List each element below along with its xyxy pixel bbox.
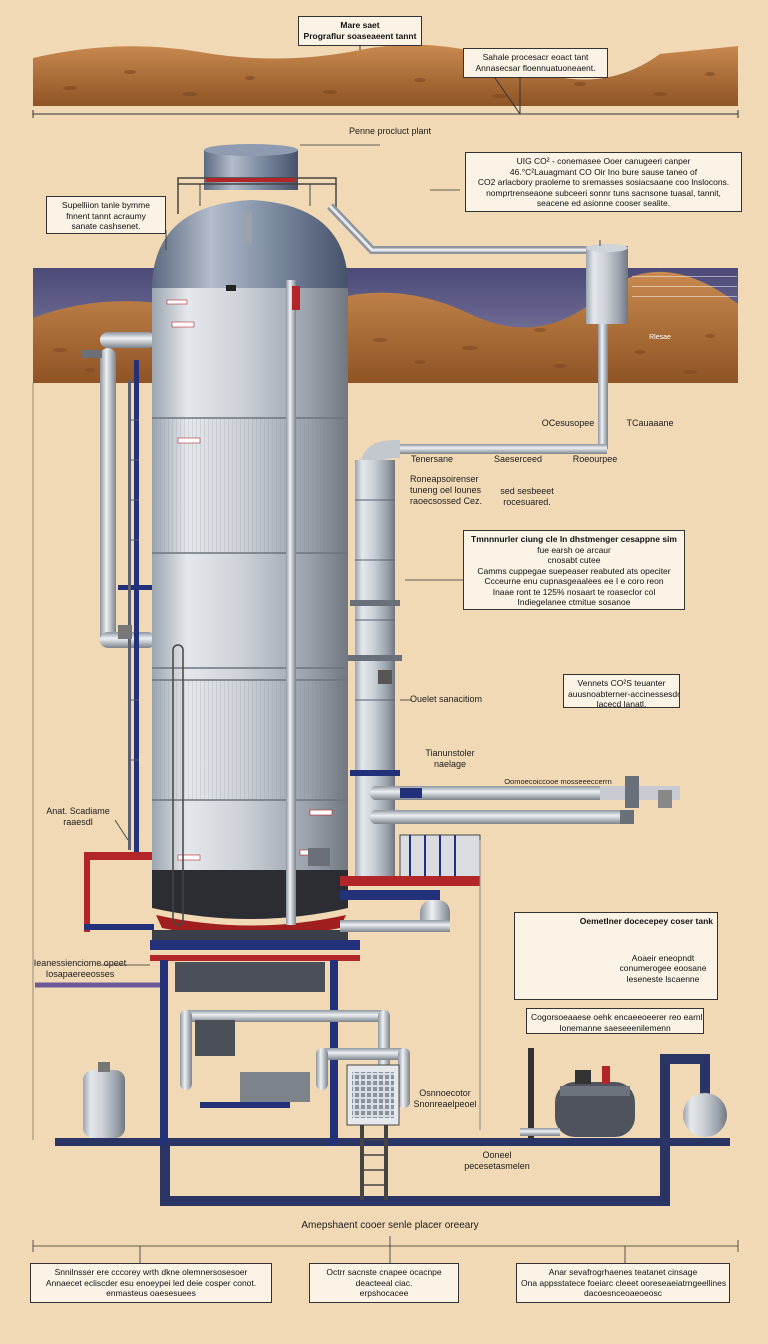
- compressor-label-a: Tenersane: [410, 454, 454, 464]
- transfer-line-1: Tmnnnurler ciung cle ln dhstmenger cesap…: [471, 534, 677, 544]
- separation-box: Supelliion tanle bymme fnnent tannt acra…: [46, 196, 166, 234]
- base-label: Ieanessienciome opeet Iosapaereeosses: [30, 958, 130, 980]
- compressor-label-b: Saeserceed: [493, 454, 543, 464]
- co2-line-1: UIG CO² - conemasee Ooer canugeeri canpe…: [516, 156, 691, 166]
- base-platform: [55, 1054, 730, 1206]
- title-line-2: Prograflur soaseaeent tannt: [303, 30, 417, 41]
- top-pipe-run: [327, 203, 628, 454]
- mid-note-line-1: Roneapsoirenser: [410, 474, 479, 484]
- foundation-line-2: pecesetasmelen: [464, 1161, 530, 1171]
- legend-line-1: ———————————————: [632, 273, 737, 280]
- bottom-left-line-2: Annaecet ecliscder esu enoeypei led deie…: [45, 1277, 257, 1288]
- foundation-line-1: Ooneel: [482, 1150, 512, 1160]
- storage-note-line-1: Cogorsoeaaese oehk encaeeoeerer reo earn…: [531, 1012, 704, 1022]
- transfer-line-5: Ccceurne enu cupnasgeaalees ee I e coro …: [484, 576, 664, 586]
- co2-line-2: 46.°C²Lauagmant CO Oir Ino bure sause ta…: [509, 166, 698, 177]
- transfer-line-7: Indiegelanee ctmitue sosanoe: [517, 597, 631, 607]
- bottom-box-middle: Octrr sacnste cnapee ocacnpe deacteeal c…: [309, 1263, 459, 1303]
- title-line-1: Mare saet: [340, 20, 380, 30]
- gas-note-line-2: rocesuared.: [503, 497, 551, 507]
- heat-exchanger: [346, 1064, 400, 1200]
- legend-line-2: ———————————————: [632, 283, 737, 290]
- bottom-box-left: Snnilnsser ere cccorey wrth dkne olemner…: [30, 1263, 272, 1303]
- compressor-label-c: Roeourpee: [572, 454, 618, 464]
- landscape-line-1: Sahale procesacr eoact tant: [482, 52, 589, 62]
- bottom-middle-line-1: Octrr sacnste cnapee ocacnpe: [326, 1267, 442, 1277]
- assembly-line-1: Anat. Scadiame: [46, 806, 110, 816]
- main-tank: [152, 144, 349, 942]
- transfer-box: Tmnnnurler ciung cle ln dhstmenger cesap…: [463, 530, 685, 610]
- bottom-middle-line-2: deacteeal ciac.: [355, 1277, 413, 1288]
- transmission-line-1: Tianunstoler: [425, 748, 475, 758]
- mid-note-line-3: raoecsossed Cez.: [410, 496, 483, 506]
- landscape-line-2: Annasecsar floennuatuoneaent.: [475, 62, 596, 73]
- bottom-box-right: Anar sevafrogrhaenes teatanet cinsage On…: [516, 1263, 730, 1303]
- compressor-small-line-1: Osnnoecotor: [419, 1088, 471, 1098]
- assembly-line-2: raaesdl: [63, 817, 93, 827]
- storage-note: Cogorsoeaaese oehk encaeeoeerer reo earn…: [526, 1008, 704, 1034]
- landscape-box: Sahale procesacr eoact tant Annasecsar f…: [463, 48, 608, 78]
- left-riser-pipes: [82, 332, 158, 932]
- co2-line-5: seacene ed asionne cooser sealite.: [536, 198, 671, 208]
- pipe-run-label: Oomoecoiccooe mosseeeccerrn: [504, 777, 612, 786]
- pipe-label-left: OCesusopee: [541, 418, 595, 428]
- separation-line-2: fnnent tannt acraumy: [66, 210, 146, 221]
- bottom-left-line-1: Snnilnsser ere cccorey wrth dkne olemner…: [54, 1267, 248, 1277]
- pipe-label-right: TCauaaane: [626, 418, 674, 428]
- bottom-right-line-1: Anar sevafrogrhaenes teatanet cinsage: [548, 1267, 698, 1277]
- vessel-line-1: Vennets CO²S teuanter: [577, 678, 666, 688]
- separation-line-3: sanate cashsenet.: [71, 221, 141, 231]
- storage-line-2: conumerogee eoosane: [619, 963, 707, 973]
- outlet-pipes: [308, 776, 680, 932]
- separation-line-1: Supelliion tanle bymme: [62, 200, 150, 210]
- under-tank-structure: [35, 940, 410, 1145]
- transfer-line-4: Camms cuppegae suepeaser reabuted ats op…: [477, 565, 671, 576]
- transfer-line-6: Inaae ront te 125% nosaart te roaseclor …: [492, 586, 656, 597]
- mid-note-line-2: tuneng oel lounes: [410, 485, 482, 495]
- storage-note-line-2: Ionemanne saeseeenilemenn: [559, 1022, 671, 1033]
- vessel-line-2: auusnoabterner-accinessesdor: [568, 688, 680, 699]
- gas-note: sed sesbeeet rocesuared.: [494, 486, 560, 508]
- gas-note-line-1: sed sesbeeet: [500, 486, 554, 496]
- storage-box: Oemetlner docecepey coser tank Aoaeir en…: [514, 912, 718, 1000]
- base-line-1: Ieanessienciome opeet: [33, 958, 127, 968]
- top-landscape: [32, 36, 739, 118]
- plant-label: Penne procluct plant: [348, 126, 432, 136]
- transfer-line-3: cnosabt cutee: [547, 555, 601, 565]
- co2-line-4: nomprtrenseaone subceeri sonnr tuns sacn…: [486, 187, 721, 198]
- title-box: Mare saet Prograflur soaseaeent tannt: [298, 16, 422, 46]
- transmission-label: Tianunstoler naelage: [418, 748, 482, 770]
- compressor-small-line-2: Snonreaelpeoel: [413, 1099, 477, 1109]
- gas-cylinder: [83, 1062, 125, 1138]
- storage-line-3: leseneste lscaenne: [626, 973, 700, 984]
- legend-line-3: ———————————————: [632, 293, 737, 300]
- compressor-small-label: Osnnoecotor Snonreaelpeoel: [412, 1088, 478, 1110]
- base-line-2: Iosapaereeosses: [45, 969, 115, 979]
- bottom-middle-line-3: erpshocacee: [359, 1288, 409, 1298]
- mid-note: Roneapsoirenser tuneng oel lounes raoecs…: [410, 474, 490, 507]
- transfer-line-2: fue earsh oe arcaur: [537, 544, 611, 555]
- transmission-line-2: naelage: [433, 759, 467, 769]
- outlet-label: Ouelet sanacitiom: [410, 694, 483, 704]
- storage-line-1: Aoaeir eneopndt: [631, 952, 695, 963]
- foundation-label: Ooneel pecesetasmelen: [455, 1150, 539, 1172]
- legend-tag: Rlesae: [649, 334, 671, 341]
- co2-line-3: CO2 arlacbory praoleme to sremasses sosi…: [477, 177, 730, 187]
- bottom-left-line-3: enmasteus oaesesuees: [106, 1288, 196, 1298]
- vessel-line-3: lacecd lanatl.: [596, 699, 647, 708]
- storage-title: Oemetlner docecepey coser tank: [579, 916, 713, 926]
- bottom-right-line-3: dacoesnceoaeoeosc: [584, 1288, 662, 1298]
- legend-small: ——————————————— ——————————————— ————————…: [632, 272, 737, 302]
- bottom-title: Amepshaent cooer senle placer oreeary: [301, 1220, 479, 1231]
- co2-description-box: UIG CO² - conemasee Ooer canugeeri canpe…: [465, 152, 742, 212]
- bottom-right-line-2: Ona appsstatece foeiarc cleeet ooreseaei…: [521, 1277, 727, 1288]
- storage-tank: [479, 840, 727, 1138]
- assembly-label: Anat. Scadiame raaesdl: [40, 806, 116, 828]
- vessel-box: Vennets CO²S teuanter auusnoabterner-acc…: [563, 674, 680, 708]
